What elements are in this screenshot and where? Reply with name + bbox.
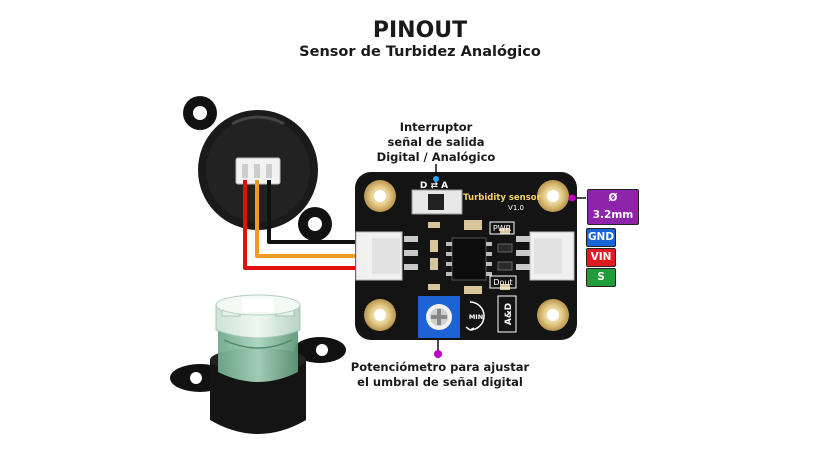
page-title: PINOUT	[372, 18, 468, 43]
switch-callout-line2: señal de salida	[387, 135, 485, 149]
pot-callout: Potenciómetro para ajustar el umbral de …	[340, 360, 540, 390]
pin-badge-s: S	[586, 268, 616, 287]
sensor-board	[355, 172, 577, 340]
hole-size-badge: Ø 3.2mm	[587, 189, 639, 225]
ad-label: A&D	[504, 303, 514, 325]
pot-callout-line1: Potenciómetro para ajustar	[350, 360, 530, 374]
pin-badge-gnd: GND	[586, 228, 616, 247]
switch-callout-line3: Digital / Analógico	[376, 150, 496, 164]
switch-callout-line1: Interruptor	[399, 120, 473, 134]
sensor-wires	[243, 180, 360, 270]
board-version: V1.0	[508, 204, 524, 212]
probe-back-housing	[183, 96, 332, 241]
dout-label: Dout	[493, 278, 512, 287]
pin-badge-vin: VIN	[586, 248, 616, 267]
switch-text: D ⇄ A	[420, 181, 448, 191]
min-label: MIN	[469, 313, 483, 321]
board-name: Turbidity sensor	[463, 193, 541, 203]
pwr-label: PWR	[493, 224, 512, 233]
callout-lines	[432, 164, 586, 358]
page-subtitle: Sensor de Turbidez Analógico	[299, 44, 541, 60]
probe-head	[170, 294, 346, 434]
switch-callout: Interruptor señal de salida Digital / An…	[376, 120, 496, 165]
pot-callout-line2: el umbral de señal digital	[357, 375, 523, 389]
